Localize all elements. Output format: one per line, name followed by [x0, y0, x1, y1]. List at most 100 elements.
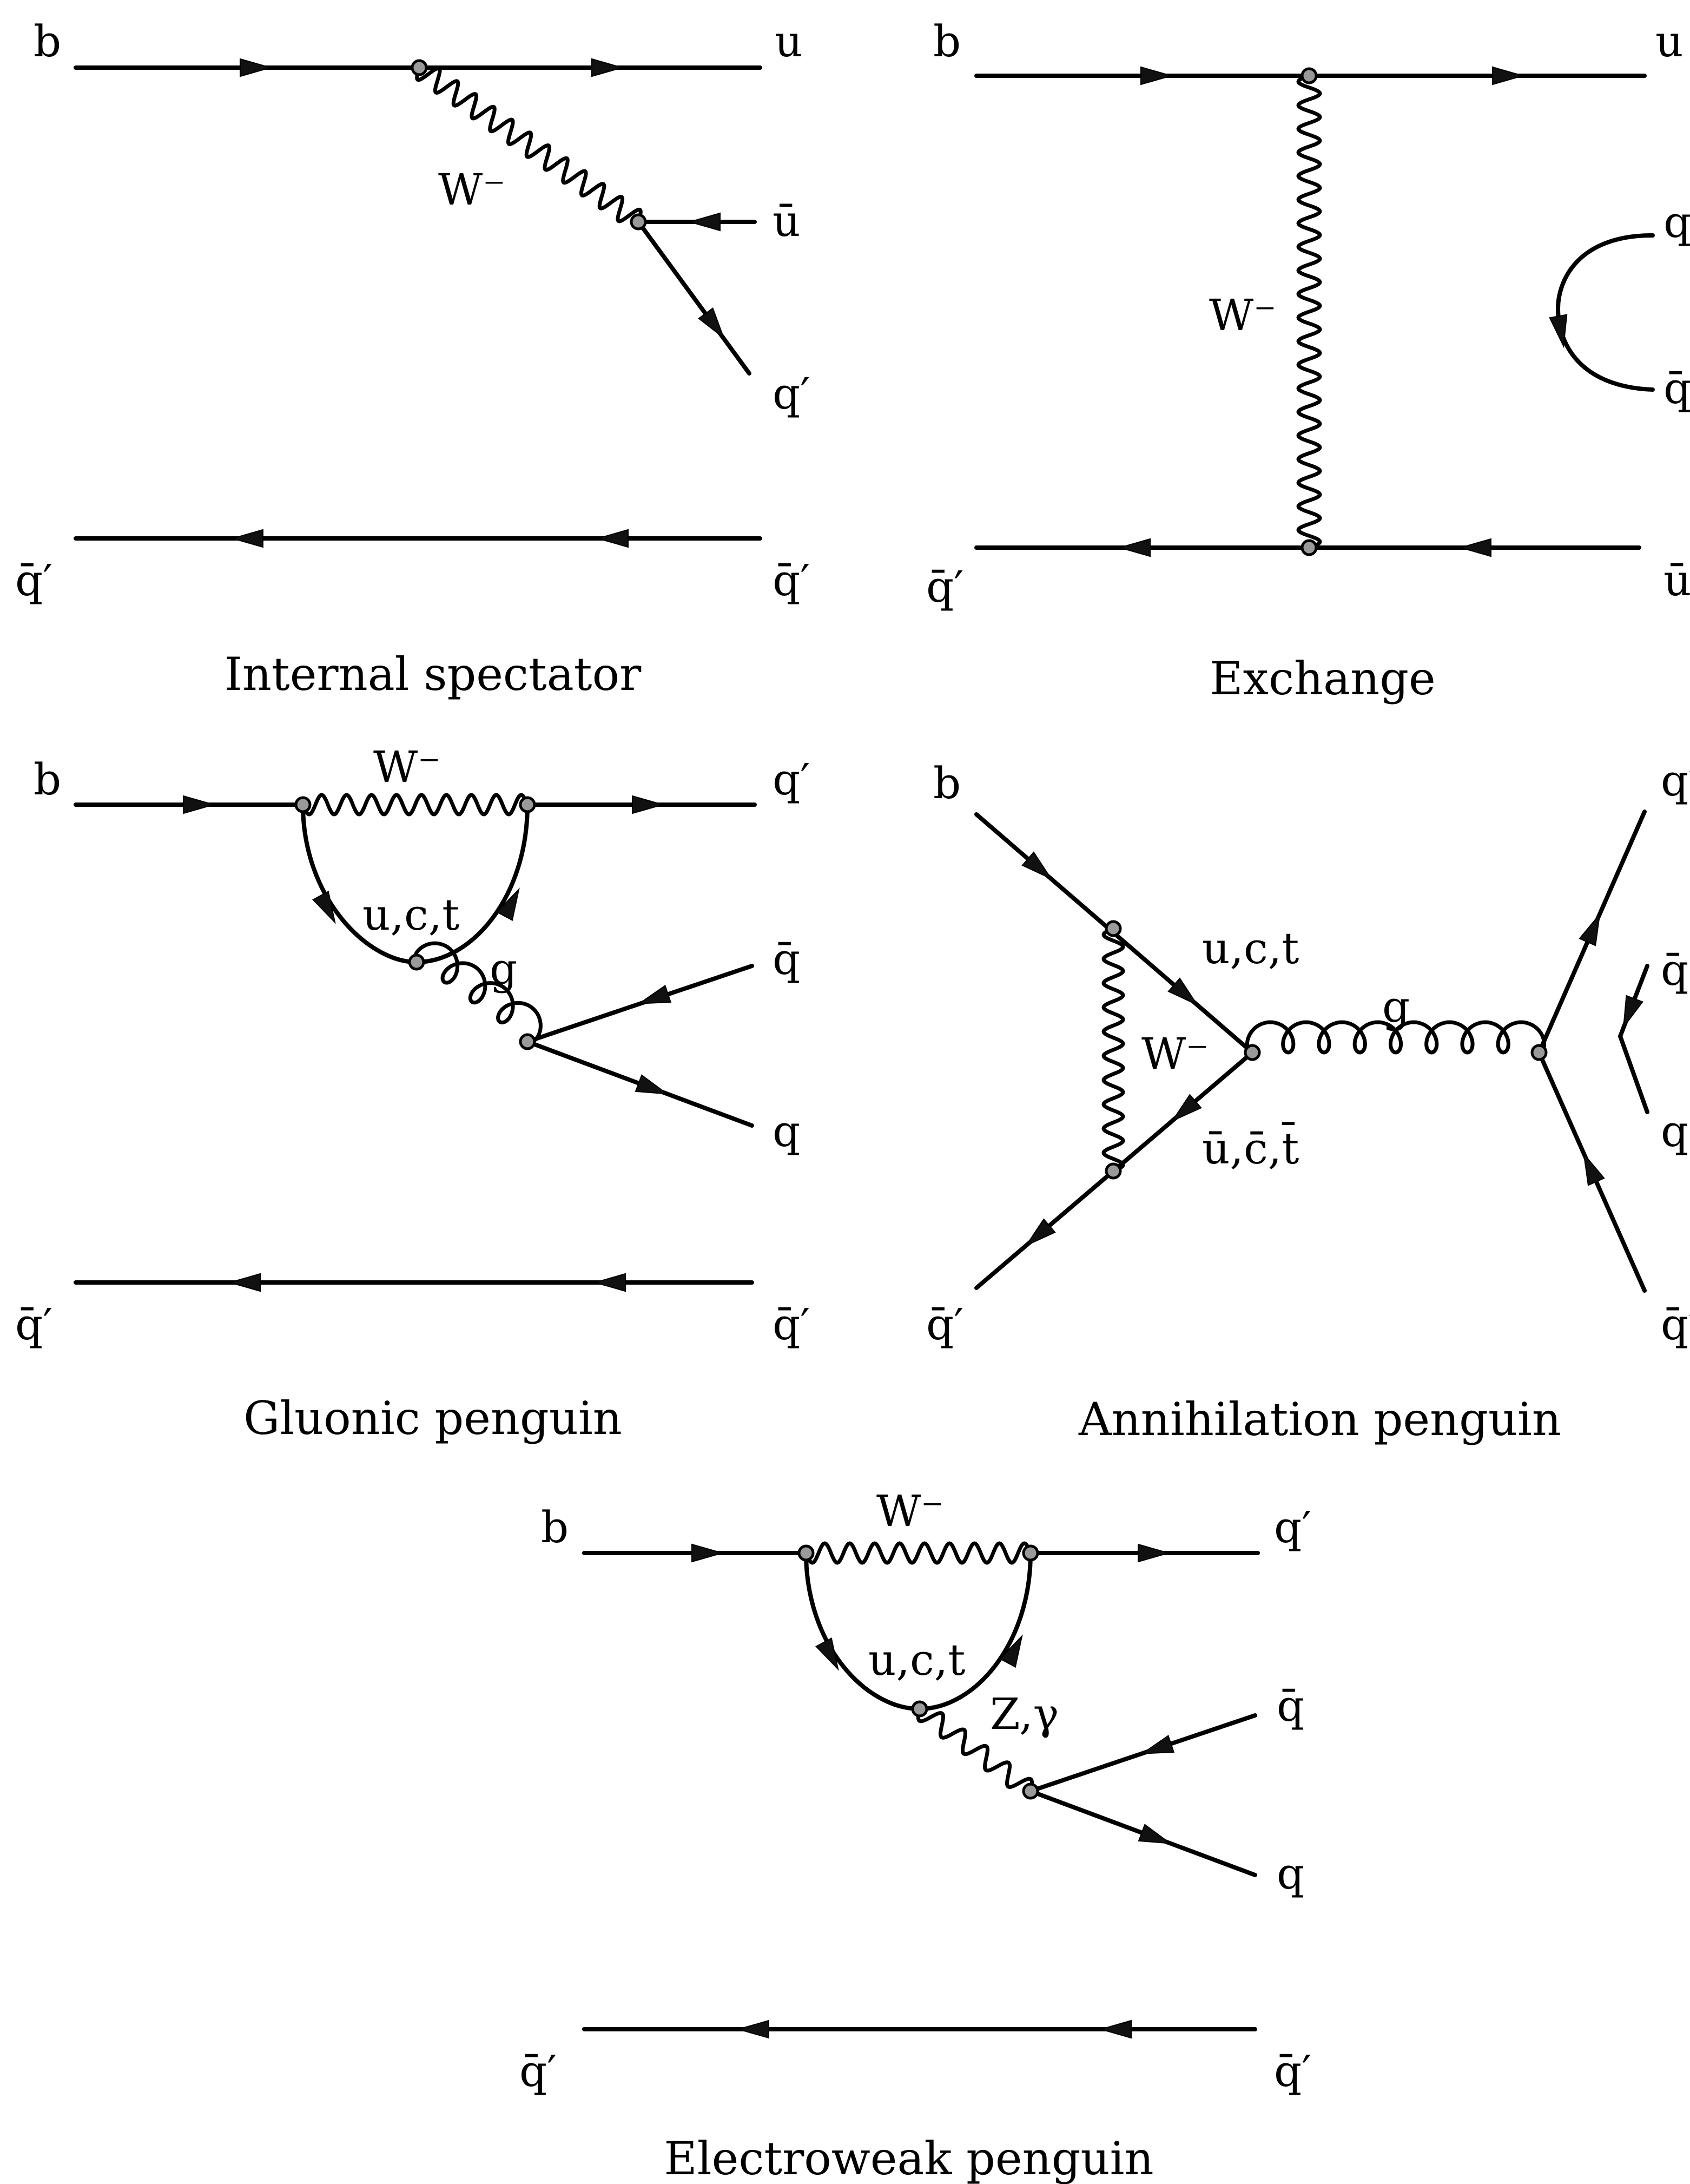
arrow-q-line — [635, 1074, 669, 1095]
vertex-b-w — [294, 796, 312, 813]
arrow-qprime-line — [632, 795, 665, 814]
arrow-spectator-right — [1099, 2019, 1132, 2039]
label-qbar-prime-left: q̄′ — [15, 1299, 52, 1350]
label-q: q — [773, 1106, 800, 1156]
panel-exchange: b u W⁻ q q̄ q̄′ ū Exchange — [926, 16, 1690, 705]
label-qbar-prime-left: q̄′ — [519, 2046, 557, 2096]
label-qbar-prime-left: q̄′ — [926, 562, 963, 612]
z-photon-propagator — [916, 1707, 1034, 1793]
vertex-w-bottom — [1105, 1162, 1122, 1180]
label-qbar-prime-left: q̄′ — [926, 1299, 963, 1350]
arrow-ubar-line — [1458, 538, 1491, 557]
panel-internal-spectator: b u W⁻ ū q′ q̄′ q̄′ Internal spectator — [15, 16, 810, 701]
label-u: u — [775, 16, 803, 67]
arrow-qprime-line — [698, 307, 725, 340]
arrow-loop-top — [1167, 977, 1199, 1006]
vertex-b-w — [411, 59, 428, 76]
gluon-propagator — [413, 941, 543, 1044]
arrow-spectator-right — [596, 529, 629, 548]
label-w-boson: W⁻ — [438, 165, 505, 215]
q-qbar-pair-chevron — [1618, 964, 1649, 1114]
label-qbar-prime-right: q̄′ — [773, 1299, 810, 1350]
arrow-loop-bottom — [1171, 1094, 1202, 1122]
label-b: b — [34, 16, 61, 67]
label-qprime: q′ — [773, 754, 810, 805]
vertex-top — [1300, 67, 1318, 84]
w-boson-propagator — [1101, 926, 1125, 1173]
w-boson-propagator — [1296, 74, 1322, 550]
w-boson-propagator — [301, 793, 530, 817]
label-b: b — [541, 1502, 569, 1553]
arrow-ubar-line — [688, 212, 721, 232]
caption-gluonic-penguin: Gluonic penguin — [243, 1392, 622, 1445]
qprime-quark-line — [636, 220, 751, 376]
arrow-pair-arc — [1549, 314, 1568, 348]
arrow-qbar-prime-out — [1583, 1152, 1605, 1186]
arrow-u-line — [591, 58, 624, 77]
arrow-qprime-line — [1138, 1543, 1171, 1563]
vertex-gluon-split — [1530, 1044, 1548, 1061]
arrow-qbar-line — [1140, 1734, 1175, 1754]
arrow-spectator-left — [228, 1273, 261, 1292]
label-qprime: q′ — [773, 369, 810, 419]
label-qbar: q̄ — [1277, 1681, 1304, 1731]
label-q: q — [1663, 197, 1690, 247]
label-loop-quarks: u,c,t — [868, 1635, 965, 1685]
arrow-spectator-left — [230, 529, 263, 548]
vertex-w-qprime — [1022, 1544, 1039, 1562]
label-z-photon: Z,γ — [990, 1689, 1059, 1739]
arrow-u-line — [1492, 66, 1525, 85]
vertex-loop-gluon — [408, 953, 425, 971]
label-loop-quarks: u,c,t — [362, 890, 459, 940]
arrow-loop-right — [496, 887, 520, 922]
arrow-qbar-prime-line — [1025, 1218, 1056, 1247]
label-qbar-prime-right: q̄′ — [773, 555, 810, 606]
arrow-q-prime-out — [1579, 912, 1601, 946]
label-qbar-prime-left: q̄′ — [15, 555, 52, 606]
vertex-gluon-split — [519, 1033, 536, 1050]
panel-annihilation-penguin: b q′ q̄ q q̄′ q̄′ W⁻ u,c,t ū,c̄,t̄ g Ann… — [926, 755, 1690, 1446]
vertex-w-top — [1105, 920, 1122, 937]
vertex-z-split — [1022, 1782, 1039, 1800]
caption-electroweak-penguin: Electroweak penguin — [664, 2132, 1153, 2184]
label-qbar-prime-right: q̄′ — [1274, 2046, 1311, 2096]
label-w-boson: W⁻ — [876, 1486, 943, 1536]
gluon-propagator — [1245, 1020, 1547, 1055]
label-qbar: q̄ — [1661, 945, 1688, 995]
label-gluon: g — [1382, 982, 1410, 1032]
arrow-b-line — [240, 58, 273, 77]
arrow-qbar-line — [637, 984, 672, 1004]
vertex-w-decay — [630, 213, 647, 231]
arrow-spectator-left — [736, 2019, 769, 2039]
label-w-boson: W⁻ — [1141, 1029, 1209, 1079]
label-b: b — [933, 16, 961, 67]
caption-exchange: Exchange — [1210, 652, 1436, 705]
caption-internal-spectator: Internal spectator — [225, 648, 642, 701]
label-w-boson: W⁻ — [373, 742, 440, 792]
vertex-b-w — [797, 1544, 815, 1562]
label-q: q — [1277, 1848, 1304, 1899]
label-qbar: q̄ — [1663, 363, 1690, 413]
loop-quark-arc — [804, 1551, 1033, 1711]
arrow-q-line — [1138, 1824, 1172, 1844]
label-w-boson: W⁻ — [1209, 290, 1276, 340]
arrow-b-line — [1140, 66, 1173, 85]
arrow-b-line — [691, 1543, 724, 1563]
vertex-w-qprime — [519, 796, 536, 813]
label-qprime: q′ — [1661, 755, 1690, 806]
q-qbar-pair-arc — [1556, 233, 1655, 392]
arrow-loop-left — [312, 890, 336, 924]
vertex-bottom — [1300, 539, 1318, 556]
label-q: q — [1661, 1106, 1688, 1156]
label-u: u — [1655, 16, 1684, 67]
label-b: b — [34, 754, 61, 805]
arrow-loop-left — [815, 1637, 839, 1671]
arrow-b-line — [1021, 851, 1053, 880]
internal-spectator-lines — [74, 65, 762, 541]
label-qbar: q̄ — [773, 934, 800, 984]
label-ubar: ū — [1663, 555, 1690, 606]
arrow-spectator-right — [593, 1273, 626, 1292]
label-qbar-prime-right: q̄′ — [1661, 1299, 1690, 1350]
